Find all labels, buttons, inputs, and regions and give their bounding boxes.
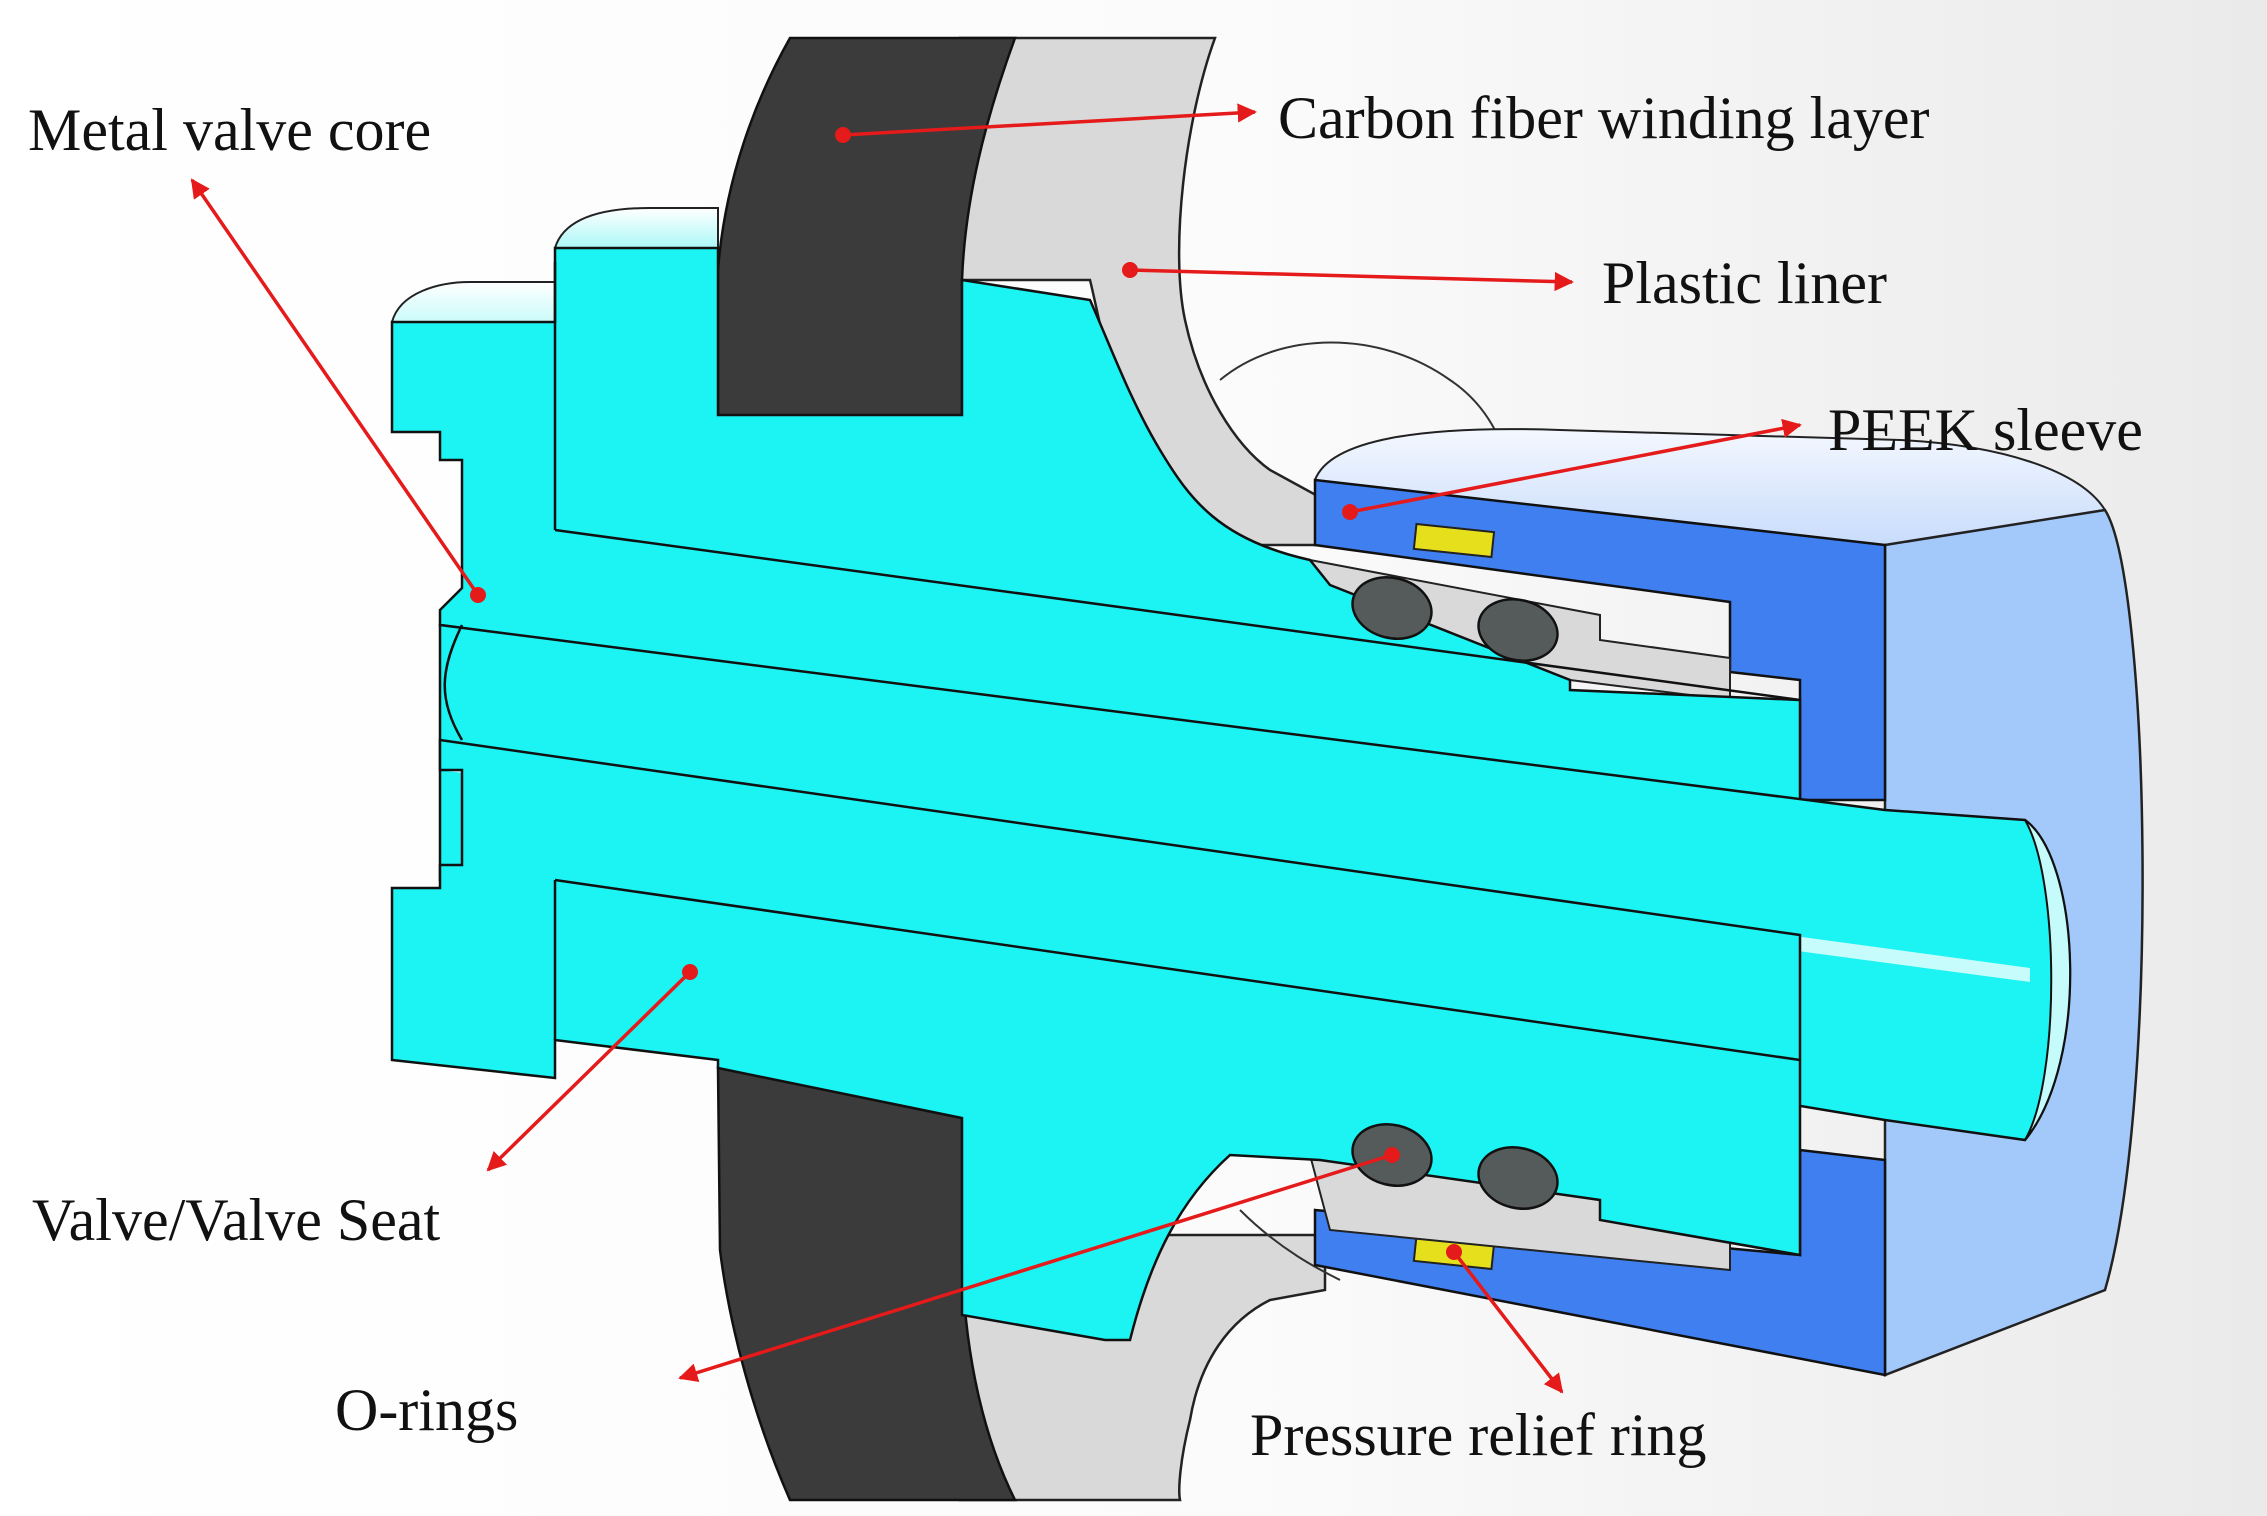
- pointer-plastic-liner: [1129, 268, 1574, 292]
- core-stem-end-face: [2024, 819, 2071, 1141]
- core-seat-step-upper: [554, 528, 1801, 702]
- pointer-peek-sleeve: [1349, 418, 1802, 514]
- pointer-dot-peek-sleeve: [1342, 504, 1358, 520]
- label-pressure-relief: Pressure relief ring: [1250, 1402, 1707, 1468]
- peek-body-upper: [1313, 478, 1887, 802]
- core-body-lower: [390, 738, 1802, 1342]
- o-ring-lower-2: [1477, 1146, 1559, 1210]
- pressure-relief-ring-upper: [1412, 522, 1496, 559]
- label-peek-sleeve: PEEK sleeve: [1828, 397, 2143, 463]
- pointer-o-rings: [678, 1153, 1393, 1383]
- labels: Metal valve core Carbon fiber winding la…: [28, 85, 2143, 1468]
- vessel-back-contour: [1219, 341, 1511, 471]
- pointer-arrows: [190, 103, 1802, 1394]
- pointer-dot-o-rings: [1384, 1147, 1400, 1163]
- pointer-pressure-relief: [1452, 1250, 1564, 1394]
- label-valve-seat: Valve/Valve Seat: [32, 1187, 441, 1253]
- pointer-dot-valve-seat: [682, 964, 698, 980]
- core-seat-step-lower: [554, 878, 1801, 1062]
- carbon-fiber-lower: [716, 1066, 1018, 1502]
- o-ring-upper-2: [1477, 598, 1559, 662]
- pointer-valve-seat: [486, 970, 692, 1172]
- label-plastic-liner: Plastic liner: [1602, 250, 1887, 316]
- core-left-bore-curve: [443, 624, 464, 741]
- label-carbon-fiber: Carbon fiber winding layer: [1278, 85, 1929, 151]
- pointer-dot-pressure-relief: [1446, 1244, 1462, 1260]
- o-rings: [1351, 576, 1559, 1210]
- pointer-carbon-fiber: [842, 103, 1257, 137]
- pointer-metal-valve-core: [190, 178, 480, 596]
- label-o-rings: O-rings: [335, 1377, 518, 1443]
- o-ring-upper-1: [1351, 576, 1433, 640]
- pointer-dot-plastic-liner: [1122, 262, 1138, 278]
- vessel-back-contour-lower: [1239, 1209, 1341, 1281]
- metal-valve-core: [390, 207, 2072, 1342]
- label-metal-valve-core: Metal valve core: [28, 97, 431, 163]
- pointer-dot-carbon-fiber: [835, 127, 851, 143]
- pointer-dot-metal-valve-core: [470, 587, 486, 603]
